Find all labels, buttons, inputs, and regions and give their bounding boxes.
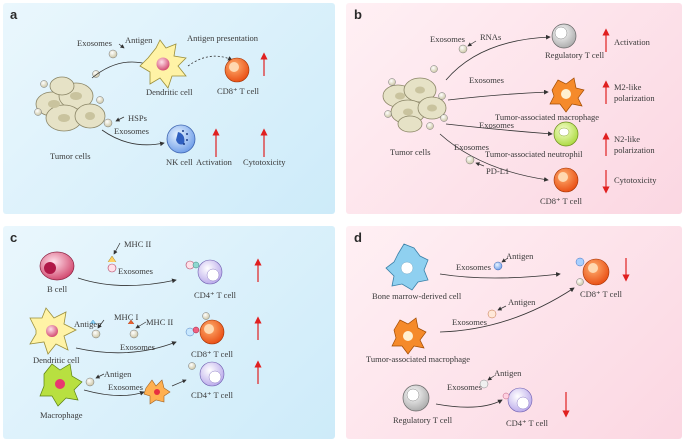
tumor-associated-macrophage-icon [549, 77, 585, 113]
label-macrophage: Macrophage [40, 410, 83, 420]
cd4-t-cell-icon [188, 361, 225, 387]
label-dendritic-cell: Dendritic cell [33, 355, 80, 365]
label-antigen: Antigen [125, 35, 153, 45]
label-cd8-t-cell: CD8⁺ T cell [580, 289, 622, 299]
hsp-exosome-icon [103, 118, 113, 128]
label-exosomes: Exosomes [430, 34, 465, 44]
regulatory-t-cell-icon [402, 384, 430, 412]
panel-letter-a: a [10, 7, 18, 22]
label-cytotoxicity: Cytotoxicity [243, 157, 286, 167]
b-cell-icon [39, 251, 75, 281]
label-antigen: Antigen [104, 369, 132, 379]
tumor-associated-macrophage-icon [391, 317, 427, 355]
label-cytotoxicity: Cytotoxicity [614, 175, 657, 185]
exosome-icon [129, 329, 139, 339]
label-antigen: Antigen [506, 251, 534, 261]
label-mhc-ii: MHC II [124, 239, 152, 249]
label-exosomes: Exosomes [469, 75, 504, 85]
cd8-t-cell-icon [575, 257, 610, 286]
exosome-icon [479, 379, 489, 389]
label-nk-cell: NK cell [166, 157, 193, 167]
cd8-t-cell-icon [224, 57, 250, 83]
label-bone-marrow-derived-cell: Bone marrow-derived cell [372, 291, 462, 301]
exosome-icon [458, 44, 468, 54]
dendritic-cell-icon [29, 307, 77, 355]
exosome-icon [91, 329, 101, 339]
cd4-t-cell-icon [502, 387, 533, 413]
label-exosomes: Exosomes [77, 38, 112, 48]
label-regulatory-t-cell: Regulatory T cell [545, 50, 605, 60]
exosome-icon [108, 49, 118, 59]
label-n2-polarization: N2-like polarization [614, 134, 655, 155]
panel-letter-b: b [354, 7, 362, 22]
label-exosomes: Exosomes [447, 382, 482, 392]
bone-marrow-derived-cell-icon [385, 243, 429, 291]
label-rnas: RNAs [480, 32, 502, 42]
label-exosomes: Exosomes [452, 317, 487, 327]
label-tumor-associated-neutrophil: Tumor-associated neutrophil [485, 149, 583, 159]
label-hsps: HSPs [128, 113, 147, 123]
exosome-icon [465, 155, 475, 165]
panel-letter-d: d [354, 230, 362, 245]
label-exosomes: Exosomes [108, 382, 143, 392]
label-exosomes: Exosomes [114, 126, 149, 136]
tumor-associated-neutrophil-icon [553, 121, 579, 147]
label-dendritic-cell: Dendritic cell [146, 87, 193, 97]
regulatory-t-cell-icon [551, 23, 577, 49]
label-cd4-t-cell: CD4⁺ T cell [194, 290, 236, 300]
exosome-antigen-icon [493, 261, 503, 271]
label-exosomes: Exosomes [456, 262, 491, 272]
label-antigen: Antigen [494, 368, 522, 378]
panel-letter-c: c [10, 230, 18, 245]
label-regulatory-t-cell: Regulatory T cell [393, 415, 453, 425]
tumor-cell-cluster-b [382, 65, 448, 133]
label-tumor-associated-macrophage: Tumor-associated macrophage [366, 354, 471, 364]
macrophage-icon [39, 363, 83, 407]
label-exosomes: Exosomes [454, 142, 489, 152]
label-activation: Activation [196, 157, 232, 167]
label-cd8-t-cell: CD8⁺ T cell [540, 196, 582, 206]
label-antigen: Antigen [74, 319, 102, 329]
label-exosomes: Exosomes [479, 120, 514, 130]
label-m2-polarization: M2-like polarization [614, 82, 655, 103]
label-pd-l1: PD-L1 [486, 166, 510, 176]
label-tumor-associated-macrophage: Tumor-associated macrophage [495, 112, 600, 122]
small-apc-icon [143, 379, 171, 405]
label-cd4-t-cell: CD4⁺ T cell [506, 418, 548, 428]
label-tumor-cells: Tumor cells [390, 147, 431, 157]
nk-cell-icon [166, 124, 196, 154]
cd8-t-cell-icon [553, 167, 579, 193]
cd4-t-cell-icon [185, 259, 223, 285]
label-b-cell: B cell [47, 284, 68, 294]
label-mhc-i: MHC I [114, 312, 139, 322]
cd8-t-cell-icon [185, 312, 225, 345]
label-exosomes: Exosomes [118, 266, 153, 276]
exosome-icon [85, 377, 95, 387]
exosome-icon [487, 309, 497, 319]
label-activation: Activation [614, 37, 650, 47]
label-cd4-t-cell: CD4⁺ T cell [191, 390, 233, 400]
dendritic-cell-icon [139, 39, 187, 89]
label-tumor-cells: Tumor cells [50, 151, 91, 161]
exosome-mhc-ii-icon [107, 263, 117, 273]
label-mhc-ii: MHC II [146, 317, 174, 327]
label-exosomes: Exosomes [120, 342, 155, 352]
tumor-cell-cluster-a [34, 70, 106, 132]
label-cd8-t-cell: CD8⁺ T cell [191, 349, 233, 359]
label-cd8-t-cell: CD8⁺ T cell [217, 86, 259, 96]
label-antigen-presentation: Antigen presentation [187, 33, 259, 43]
label-antigen: Antigen [508, 297, 536, 307]
